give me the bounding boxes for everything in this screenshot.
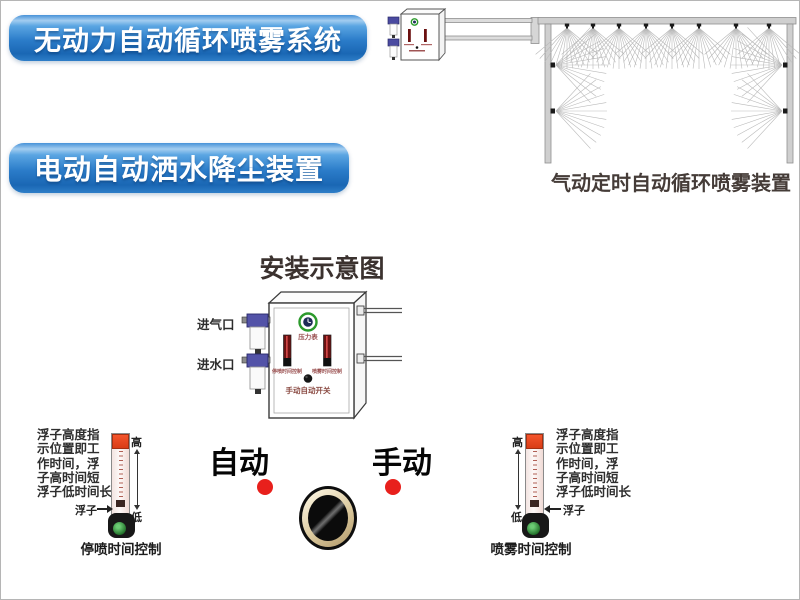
manual-indicator-dot [385, 479, 401, 495]
right-flowmeter-cap [526, 434, 543, 449]
high-label-left: 高 [131, 436, 142, 449]
arrow-up [134, 449, 140, 454]
installation-box-diagram [241, 290, 402, 420]
title-button-electric-sprinkler[interactable]: 电动自动洒水降尘装置 [9, 143, 349, 193]
float-arrow-head [544, 504, 550, 513]
panel-switch-knob [303, 374, 313, 383]
high-label-right: 高 [512, 436, 523, 449]
mini-filters [387, 16, 400, 60]
arrow-up [515, 449, 521, 454]
left-flowmeter-caption: 停喷时间控制 [80, 542, 162, 558]
range-line [518, 454, 520, 506]
title-button-nonpowered-spray-system[interactable]: 无动力自动循环喷雾系统 [9, 15, 367, 61]
spray-time-bar [323, 334, 332, 367]
pneumatic-diagram-caption: 气动定时自动循环喷雾装置 [551, 171, 791, 195]
mode-selector-knob [299, 486, 357, 550]
float-indicator [116, 500, 125, 507]
spray-nozzles [550, 23, 788, 114]
float-label-right: 浮子 [563, 504, 585, 517]
stop-spray-bar-label: 停喷时间控制 [271, 368, 302, 375]
float-indicator [530, 500, 539, 507]
air-inlet-filter [241, 313, 271, 354]
manual-auto-switch-label: 手动自动开关 [285, 386, 331, 395]
stop-spray-time-bar [283, 334, 292, 367]
arrow-down [134, 505, 140, 510]
float-arrow-line [549, 508, 561, 510]
pressure-gauge-icon [298, 312, 318, 332]
arrow-down [515, 505, 521, 510]
spray-gantry-frame [530, 17, 797, 164]
mini-control-box [399, 8, 447, 62]
range-line [137, 454, 139, 506]
pneumatic-spray-diagram [387, 8, 799, 164]
auto-mode-label: 自动 [209, 446, 269, 481]
left-flowmeter-note: 浮子高度指 示位置即工 作时间，浮 子高时间短 浮子低时间长 [37, 427, 113, 500]
right-flowmeter-caption: 喷雾时间控制 [490, 542, 572, 558]
auto-indicator-dot [257, 479, 273, 495]
installation-title: 安装示意图 [259, 254, 385, 283]
float-arrow-line [97, 508, 109, 510]
left-flowmeter-valve-knob [108, 513, 135, 538]
float-label-left: 浮子 [75, 504, 97, 517]
scale-ticks [119, 451, 123, 503]
spray-mist-fans [535, 27, 799, 149]
float-arrow-head [107, 504, 113, 513]
knob-pointer [308, 495, 348, 541]
manual-mode-label: 手动 [372, 446, 432, 481]
right-flowmeter-note: 浮子高度指 示位置即工 作时间，浮 子高时间短 浮子低时间长 [556, 427, 632, 500]
scale-ticks [533, 451, 537, 503]
outlet-pipes [356, 305, 402, 364]
valve-green-dot [527, 522, 540, 535]
left-flowmeter-tube [111, 433, 130, 518]
low-label-right: 低 [511, 511, 522, 524]
water-inlet-filter [241, 353, 271, 394]
left-flowmeter-cap [112, 434, 129, 449]
water-inlet-label: 进水口 [197, 357, 235, 372]
spray-bar-label: 喷雾时间控制 [311, 368, 342, 375]
right-flowmeter-valve-knob [522, 513, 549, 538]
supply-pipes [442, 18, 533, 41]
air-inlet-label: 进气口 [197, 317, 235, 332]
valve-green-dot [113, 522, 126, 535]
pressure-gauge-label: 压力表 [298, 333, 318, 341]
low-label-left: 低 [131, 511, 142, 524]
